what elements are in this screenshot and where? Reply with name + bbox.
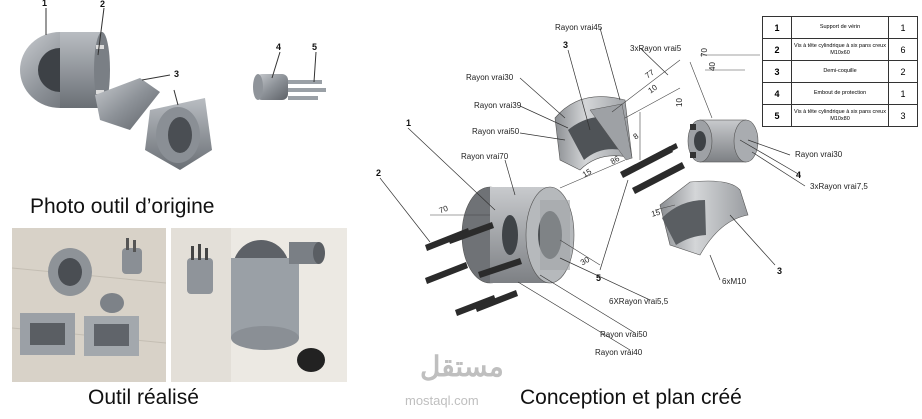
drawing-callout-3-top: 3 [563,40,568,50]
dim-10-b: 10 [675,98,684,107]
label-rayon-vrai-39: Rayon vrai39 [474,101,522,110]
realized-photo-parts [12,228,166,382]
screws-m10x80-drawing [620,143,685,194]
label-6x-rayon-vrai-5-5: 6XRayon vrai5,5 [609,297,669,306]
bom-item-number: 3 [762,60,792,83]
dim-30: 30 [579,255,592,268]
drawing-callout-3-bottom: 3 [777,266,782,276]
photo-callout-5: 5 [312,42,317,52]
label-rayon-vrai-40: Rayon vrai40 [595,348,643,357]
bom-item-description: Vis à tête cylindrique à six pans creux … [791,104,889,127]
label-rayon-vrai-50-bottom: Rayon vrai50 [600,330,648,339]
support-drawing [461,186,575,284]
bom-item-description: Demi-coquille [791,60,889,83]
bom-item-description: Support de vérin [791,16,889,39]
drawing-callout-5: 5 [596,273,601,283]
drawing-callout-4: 4 [796,170,801,180]
insert-screws-photo [253,74,326,100]
label-rayon-vrai-70: Rayon vrai70 [461,152,509,161]
label-rayon-vrai-50-top: Rayon vrai50 [472,127,520,136]
label-rayon-vrai-45: Rayon vrai45 [555,23,603,32]
bom-item-quantity: 2 [888,60,918,83]
photo-callout-3: 3 [174,69,179,79]
design-caption: Conception et plan créé [520,386,742,409]
photo-callout-4: 4 [276,42,281,52]
half-shell-bottom-drawing [659,180,749,256]
bom-item-quantity: 3 [888,104,918,127]
realized-caption: Outil réalisé [88,386,199,409]
label-3x-rayon-vrai-5: 3xRayon vrai5 [630,44,682,53]
bom-item-number: 4 [762,82,792,105]
dim-77: 77 [644,68,657,81]
photo-callout-2: 2 [100,0,105,9]
end-cap-drawing [687,119,759,163]
dim-15-a: 15 [581,167,594,180]
watermark-latin: mostaql.com [405,393,479,408]
bom-item-quantity: 1 [888,16,918,39]
half-shell-top-drawing [554,96,633,171]
design-drawing: Rayon vrai45 3xRayon vrai5 Rayon vrai30 … [355,0,922,385]
support-part-photo [20,32,110,108]
dim-70-bottom: 70 [438,204,450,216]
original-photo-caption: Photo outil d’origine [30,195,215,218]
bom-item-quantity: 6 [888,38,918,61]
label-rayon-vrai-30-top: Rayon vrai30 [466,73,514,82]
dim-15-b: 15 [650,208,661,219]
bom-item-number: 5 [762,104,792,127]
label-3x-rayon-vrai-7-5: 3xRayon vrai7,5 [810,182,868,191]
label-rayon-vrai-30-right: Rayon vrai30 [795,150,843,159]
original-tool-photo: 1 2 3 4 5 [0,0,340,190]
screws-m10x60-drawing [425,222,522,316]
dim-40: 40 [708,62,717,71]
dim-70-top: 70 [700,48,709,57]
bom-item-number: 2 [762,38,792,61]
drawing-callout-1: 1 [406,118,411,128]
drawing-callout-2: 2 [376,168,381,178]
bom-item-description: Vis à tête cylindrique à six pans creux … [791,38,889,61]
photo-callout-1: 1 [42,0,47,8]
bom-item-description: Embout de protection [791,82,889,105]
dim-8: 8 [632,131,641,141]
bom-item-number: 1 [762,16,792,39]
watermark-arabic: مستقل [420,351,504,382]
realized-photo-assembled [171,228,347,382]
label-6x-m10: 6xM10 [722,277,747,286]
half-shell-photo [95,78,212,170]
bom-item-quantity: 1 [888,82,918,105]
